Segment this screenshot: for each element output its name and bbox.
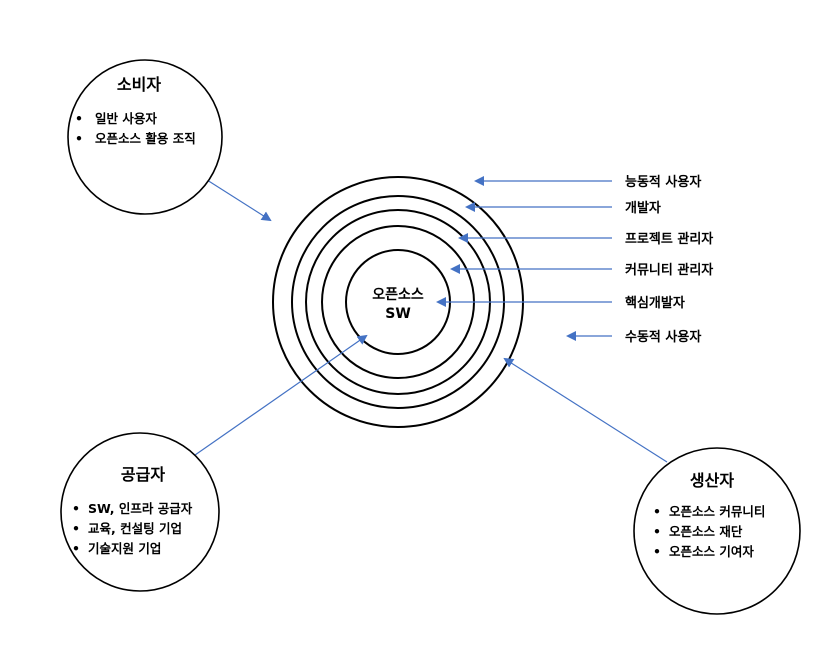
center-label-line2: SW [385, 306, 411, 322]
role-label-community-manager: 커뮤니티 관리자 [625, 262, 713, 278]
consumer-item-1: 일반 사용자 [95, 111, 157, 126]
consumer-bullet-1: • [75, 111, 83, 126]
center-label-line1: 오픈소스 [372, 287, 424, 303]
supplier-group: 공급자 • SW, 인프라 공급자 • 교육, 컨설팅 기업 • 기술지원 기업 [60, 432, 220, 592]
consumer-item-2: 오픈소스 활용 조직 [95, 131, 196, 146]
producer-title: 생산자 [690, 471, 734, 490]
arrow-supplier [184, 334, 368, 463]
supplier-title: 공급자 [121, 465, 165, 484]
supplier-bullet-3: • [72, 541, 80, 556]
producer-circle [633, 447, 801, 615]
consumer-circle [67, 59, 223, 215]
consumer-group: 소비자 • 일반 사용자 • 오픈소스 활용 조직 [67, 59, 223, 215]
role-label-active-user: 능동적 사용자 [625, 174, 701, 190]
producer-bullet-2: • [653, 524, 661, 539]
producer-bullet-1: • [653, 504, 661, 519]
supplier-item-1: SW, 인프라 공급자 [88, 501, 193, 516]
supplier-bullet-2: • [72, 521, 80, 536]
supplier-item-3: 기술지원 기업 [88, 541, 161, 556]
producer-item-1: 오픈소스 커뮤니티 [669, 504, 765, 519]
supplier-circle [60, 432, 220, 592]
arrow-producer [503, 357, 668, 463]
producer-bullet-3: • [653, 544, 661, 559]
producer-item-3: 오픈소스 기여자 [669, 544, 754, 559]
role-label-passive-user: 수동적 사용자 [625, 329, 701, 345]
supplier-item-2: 교육, 컨설팅 기업 [88, 521, 182, 536]
producer-item-2: 오픈소스 재단 [669, 524, 743, 539]
supplier-bullet-1: • [72, 501, 80, 516]
role-label-developer: 개발자 [625, 200, 661, 216]
producer-group: 생산자 • 오픈소스 커뮤니티 • 오픈소스 재단 • 오픈소스 기여자 [633, 447, 801, 615]
consumer-title: 소비자 [117, 75, 161, 94]
consumer-bullet-2: • [75, 131, 83, 146]
role-label-core-developer: 핵심개발자 [625, 295, 685, 311]
role-label-project-manager: 프로젝트 관리자 [625, 231, 713, 247]
